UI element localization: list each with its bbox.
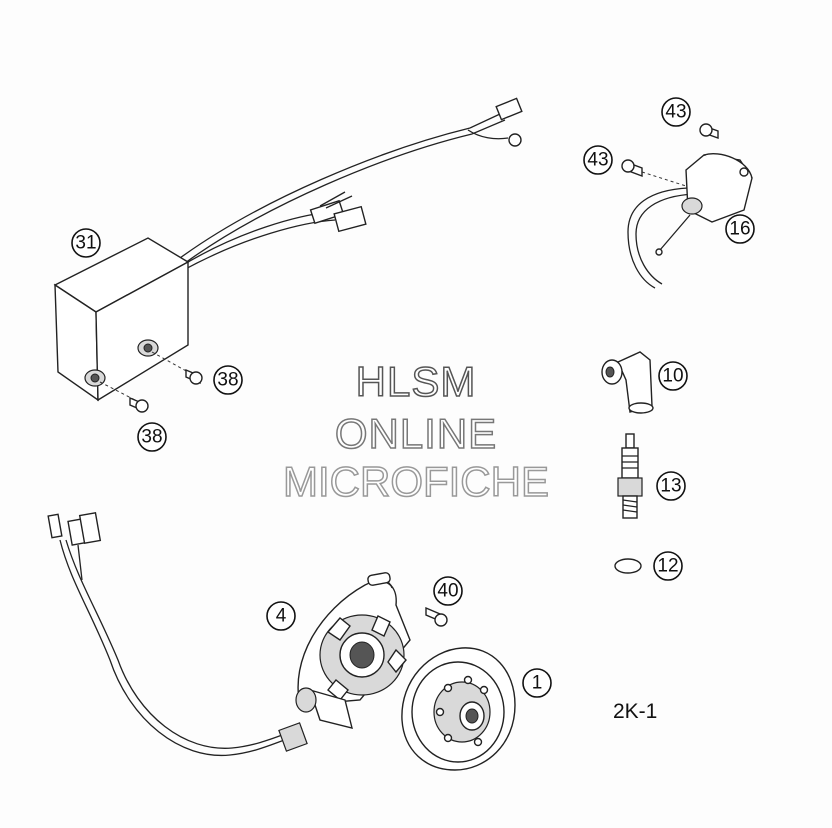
callout-43-lower: 43 xyxy=(583,145,613,175)
svg-text:40: 40 xyxy=(437,581,458,602)
screw-38-upper xyxy=(185,368,203,385)
screw-43-lower xyxy=(621,159,687,187)
callout-1: 1 xyxy=(522,668,552,698)
callout-43-upper: 43 xyxy=(661,97,691,127)
callout-12: 12 xyxy=(653,551,683,581)
callout-38-lower: 38 xyxy=(137,422,167,452)
svg-text:10: 10 xyxy=(662,366,683,387)
spark-plug-cap xyxy=(601,351,654,414)
callout-40: 40 xyxy=(433,576,463,606)
callout-13: 13 xyxy=(656,471,686,501)
ignition-coil xyxy=(627,153,753,289)
callout-31: 31 xyxy=(71,228,101,258)
svg-text:1: 1 xyxy=(532,673,543,694)
cdi-unit xyxy=(53,97,523,402)
seal-ring xyxy=(614,558,642,574)
stator-assembly xyxy=(47,512,411,757)
watermark-line-3: MICROFICHE xyxy=(282,457,550,506)
svg-text:38: 38 xyxy=(141,427,162,448)
svg-text:16: 16 xyxy=(729,219,750,240)
flywheel-rotor xyxy=(401,647,516,771)
svg-text:31: 31 xyxy=(75,233,96,254)
callout-16: 16 xyxy=(725,214,755,244)
figure-code: 2K-1 xyxy=(613,700,658,723)
spark-plug xyxy=(617,433,643,519)
callout-38-upper: 38 xyxy=(213,365,243,395)
screw-38-lower xyxy=(129,396,149,413)
svg-text:43: 43 xyxy=(587,150,608,171)
svg-text:13: 13 xyxy=(660,476,681,497)
svg-text:43: 43 xyxy=(665,102,686,123)
svg-text:12: 12 xyxy=(657,556,678,577)
screw-43-upper xyxy=(699,123,719,139)
callout-4: 4 xyxy=(266,601,296,631)
callout-10: 10 xyxy=(658,361,688,391)
svg-text:38: 38 xyxy=(217,370,238,391)
screw-40 xyxy=(425,606,448,627)
watermark-line-2: ONLINE xyxy=(334,409,498,458)
svg-text:4: 4 xyxy=(276,606,287,627)
watermark-line-1: HLSM xyxy=(355,357,477,406)
